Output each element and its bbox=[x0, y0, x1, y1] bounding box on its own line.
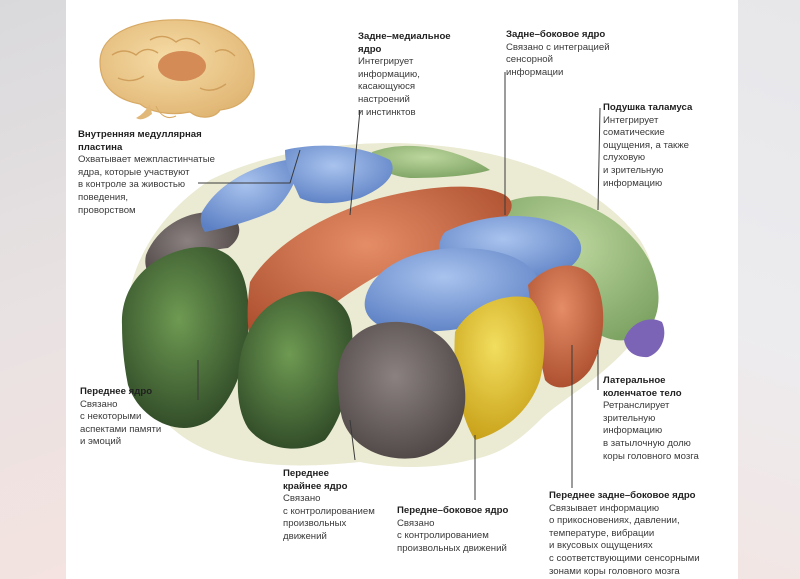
label-description: Охватывает межпластинчатые ядра, которые… bbox=[78, 154, 215, 216]
ventral-lateral-gray-shape bbox=[338, 321, 466, 459]
label-title: Латеральное коленчатое тело bbox=[603, 375, 682, 399]
right-background-band bbox=[738, 0, 800, 579]
top-green-shape bbox=[372, 145, 490, 178]
label-lateral-geniculate-body: Латеральное коленчатое тело Ретранслируе… bbox=[603, 375, 699, 463]
anterior-nucleus-shape bbox=[121, 246, 249, 428]
lateral-orange-shape bbox=[528, 265, 604, 388]
leader-ventral-anterior bbox=[349, 419, 356, 461]
label-description: Связано с некоторыми аспектами памяти и … bbox=[80, 398, 162, 448]
label-description: Связано с контролированием произвольных … bbox=[283, 493, 375, 542]
label-ventral-posterolateral-nucleus: Переднее задне–боковое ядро Связывает ин… bbox=[549, 490, 700, 578]
upper-left-blue-shape bbox=[200, 158, 300, 232]
lateral-geniculate-shape bbox=[624, 319, 665, 358]
leader-dorsomedial bbox=[349, 109, 361, 216]
ventral-posterolateral-shape bbox=[454, 296, 545, 440]
label-dorsomedial-nucleus: Задне–медиальное ядро Интегрирует информ… bbox=[358, 31, 451, 119]
label-title: Переднее крайнее ядро bbox=[283, 468, 348, 492]
label-title: Подушка таламуса bbox=[603, 102, 693, 113]
label-title: Переднее ядро bbox=[80, 386, 153, 397]
leader-pulvinar bbox=[597, 107, 601, 211]
thalamus-location-highlight bbox=[158, 51, 206, 81]
label-title: Передне–боковое ядро bbox=[397, 505, 509, 516]
upper-blue-shape bbox=[285, 145, 393, 204]
label-ventral-lateral-nucleus: Передне–боковое ядро Связано с контролир… bbox=[397, 505, 508, 555]
label-description: Связано с контролированием произвольных … bbox=[397, 517, 507, 554]
label-ventral-anterior-nucleus: Переднее крайнее ядро Связано с контроли… bbox=[283, 468, 375, 544]
label-anterior-nucleus: Переднее ядро Связано с некоторыми аспек… bbox=[80, 386, 161, 449]
label-title: Задне–боковое ядро bbox=[506, 29, 606, 40]
label-description: Интегрирует информацию, касающуюся настр… bbox=[358, 56, 420, 118]
label-internal-medullary-lamina: Внутренняя медуллярная пластина Охватыва… bbox=[78, 129, 215, 217]
label-description: Ретранслирует зрительную информацию в за… bbox=[603, 400, 699, 462]
ventral-anterior-green-shape bbox=[237, 291, 353, 449]
label-lateral-dorsal-nucleus: Задне–боковое ядро Связано с интеграцией… bbox=[506, 29, 610, 79]
label-title: Задне–медиальное ядро bbox=[358, 31, 451, 55]
label-title: Переднее задне–боковое ядро bbox=[549, 490, 696, 501]
leader-internal-lamina bbox=[198, 149, 301, 184]
label-title: Внутренняя медуллярная пластина bbox=[78, 129, 202, 153]
label-description: Связано с интеграцией сенсорной информац… bbox=[506, 41, 610, 78]
label-description: Интегрирует соматические ощущения, а так… bbox=[603, 114, 690, 189]
label-description: Связывает информацию о прикосновениях, д… bbox=[549, 502, 700, 577]
left-background-band bbox=[0, 0, 66, 579]
label-pulvinar: Подушка таламуса Интегрирует соматически… bbox=[603, 102, 692, 190]
brain-thumbnail bbox=[99, 19, 255, 120]
leader-lines bbox=[197, 72, 601, 500]
